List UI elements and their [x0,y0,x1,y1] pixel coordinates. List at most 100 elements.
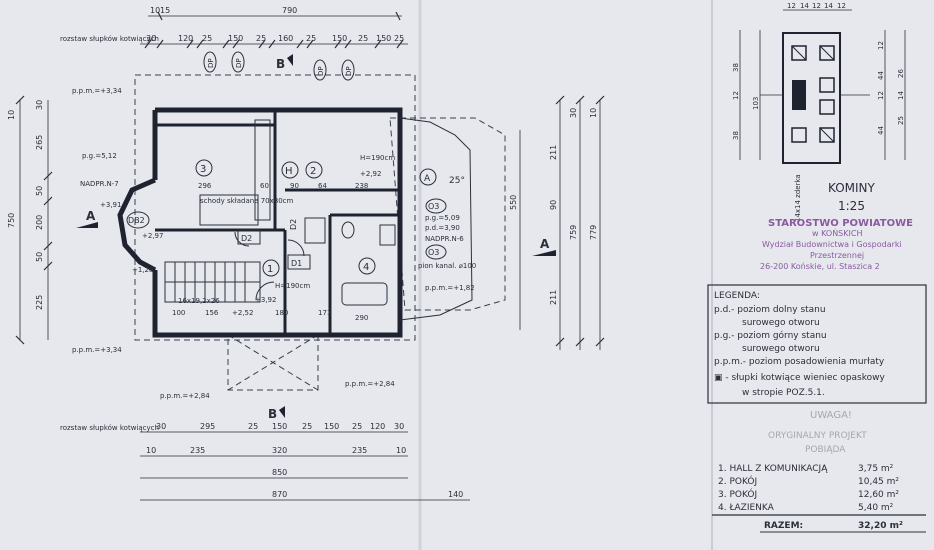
bottom-r1-g: 25 [352,422,362,431]
room-row-4-name: 4. ŁAZIENKA [718,503,775,513]
chimney-right-dim-1: 12 [877,41,885,50]
inner-dim-180: 180 [275,309,288,317]
bottom-r2-d: 235 [352,446,367,455]
stamp-line-2: w KOŃSKICH [812,227,862,238]
legend-item-5: p.p.m.- poziom posadowienia murłaty [714,357,885,367]
room-row-2-name: 2. POKÓJ [718,475,757,487]
marker-dp-4 [341,59,355,81]
stamp-line-3: Wydział Budownictwa i Gospodarki [762,240,902,249]
level-6: +2,52 [232,309,253,317]
rooms-table: 1. HALL Z KOMUNIKACJĄ 3,75 m² 2. POKÓJ 1… [712,464,926,533]
bottom-r4-a: 870 [272,490,287,499]
marker-dp-2-label: DP [235,58,243,68]
chimney-top-dim-5: 12 [837,2,846,10]
legend-box [707,284,927,404]
room-marker-3 [195,159,213,177]
official-stamp: STAROSTWO POWIATOWE w KOŃSKICH Wydział B… [760,218,913,271]
bottom-r1-f: 150 [324,422,339,431]
nadpr-right: NADPR.N-6 [425,235,464,243]
room-marker-4 [358,257,376,275]
bottom-r4-b: 140 [448,490,463,499]
chimney-right-dim-7: 44 [877,126,885,135]
room-row-4-area: 5,40 m² [858,503,894,513]
ppm-bottom-right: p.p.m.=+2,84 [345,380,395,388]
chimney-detail: 12 14 12 14 12 38 12 103 38 12 44 12 26 … [732,2,906,222]
inner-dim-238: 238 [355,182,368,190]
legend-item-6: ▣ - słupki kotwiące wieniec opaskowy [714,373,885,383]
level-4: +1,28 [132,266,153,274]
marker-dp-2 [231,51,245,73]
right-dim-90: 90 [549,200,558,210]
stairs-label: schody składane 70x80cm [200,197,294,205]
chimney-shaft [254,119,271,221]
marker-d2-right-label: D2 [289,219,298,230]
section-a-right-arrow [532,250,556,256]
right-dim-550: 550 [509,195,518,210]
ppm-top: p.p.m.=+3,34 [72,87,122,95]
room-marker-h [281,161,299,179]
faded-stamp-line-1: UWAGA! [810,410,852,421]
pg-left: p.g.=5,12 [82,152,117,160]
bathroom-fixture [379,224,396,246]
chimney-left-dim-103: 103 [752,97,760,110]
chimney-top-dim-4: 14 [824,2,833,10]
room-marker-1 [262,259,280,277]
dormer-outline-right [389,117,506,311]
top-dim-790: 790 [282,6,297,15]
dimension-tick [156,39,164,49]
marker-dp-3-label: DP [317,66,325,76]
dimension-tick [196,39,204,49]
room-1-height: H=190cm [275,282,310,290]
chimney-right-dim-3: 12 [877,91,885,100]
section-a-left-arrow [76,222,98,228]
dimension-tick [344,39,352,49]
top-dim-g: 25 [306,34,316,43]
bottom-r1-e: 25 [302,422,312,431]
chimney-scale: 1:25 [838,199,865,213]
bottom-r2-a: 10 [146,446,156,455]
chimney-top-dim-1: 12 [787,2,796,10]
building-plan: 3 2 H 1 4 DP DP DP DP DB2 O3 O3 D1 D2 D2… [72,51,556,421]
roof-outline [134,74,416,341]
dimension-tick [232,39,240,49]
section-marker-a-circle [419,168,437,186]
level-2: +2,97 [142,232,163,240]
room-row-1-name: 1. HALL Z KOMUNIKACJĄ [718,464,828,474]
marker-dp-1-label: DP [207,58,215,68]
top-dim-d: 150 [228,34,243,43]
room-row-3-area: 12,60 m² [858,490,899,500]
marker-o3-bottom-label: O3 [428,248,439,257]
bottom-r3: 850 [272,468,287,477]
door-swing [255,281,275,301]
top-dim-h: 150 [332,34,347,43]
stairs [164,261,261,303]
chimney-top-dim-3: 12 [812,2,821,10]
bottom-r2-e: 10 [396,446,406,455]
right-dim-10: 10 [589,108,598,118]
room-number-3: 3 [200,164,206,175]
legend-item-4: surowego otworu [742,344,820,354]
top-dim-f: 160 [278,34,293,43]
chimney-solid-flue [792,80,806,110]
marker-d1 [287,254,311,270]
marker-d2-left-label: D2 [241,234,252,243]
left-dim-750: 750 [7,213,16,228]
door-swing [234,231,250,247]
top-dim-j: 150 [376,34,391,43]
door-swing [287,239,305,257]
chimney-right-dim-2: 44 [877,71,885,80]
left-dim-50a: 50 [35,186,44,196]
marker-o3-top [425,198,447,214]
dimension-tick [396,39,404,49]
dimension-tick [258,39,266,49]
bottom-r1-h: 120 [370,422,385,431]
anchor-posts-label-top: rozstaw słupków kotwiących [60,35,159,43]
dimension-tick [186,39,194,49]
top-dim-c: 25 [202,34,212,43]
chimney-top-dim-2: 14 [800,2,809,10]
ppm-mid: p.p.m.=+3,34 [72,346,122,354]
room-number-2: 2 [310,166,316,177]
top-dim-k: 25 [394,34,404,43]
top-dim-a: 30 [146,34,156,43]
